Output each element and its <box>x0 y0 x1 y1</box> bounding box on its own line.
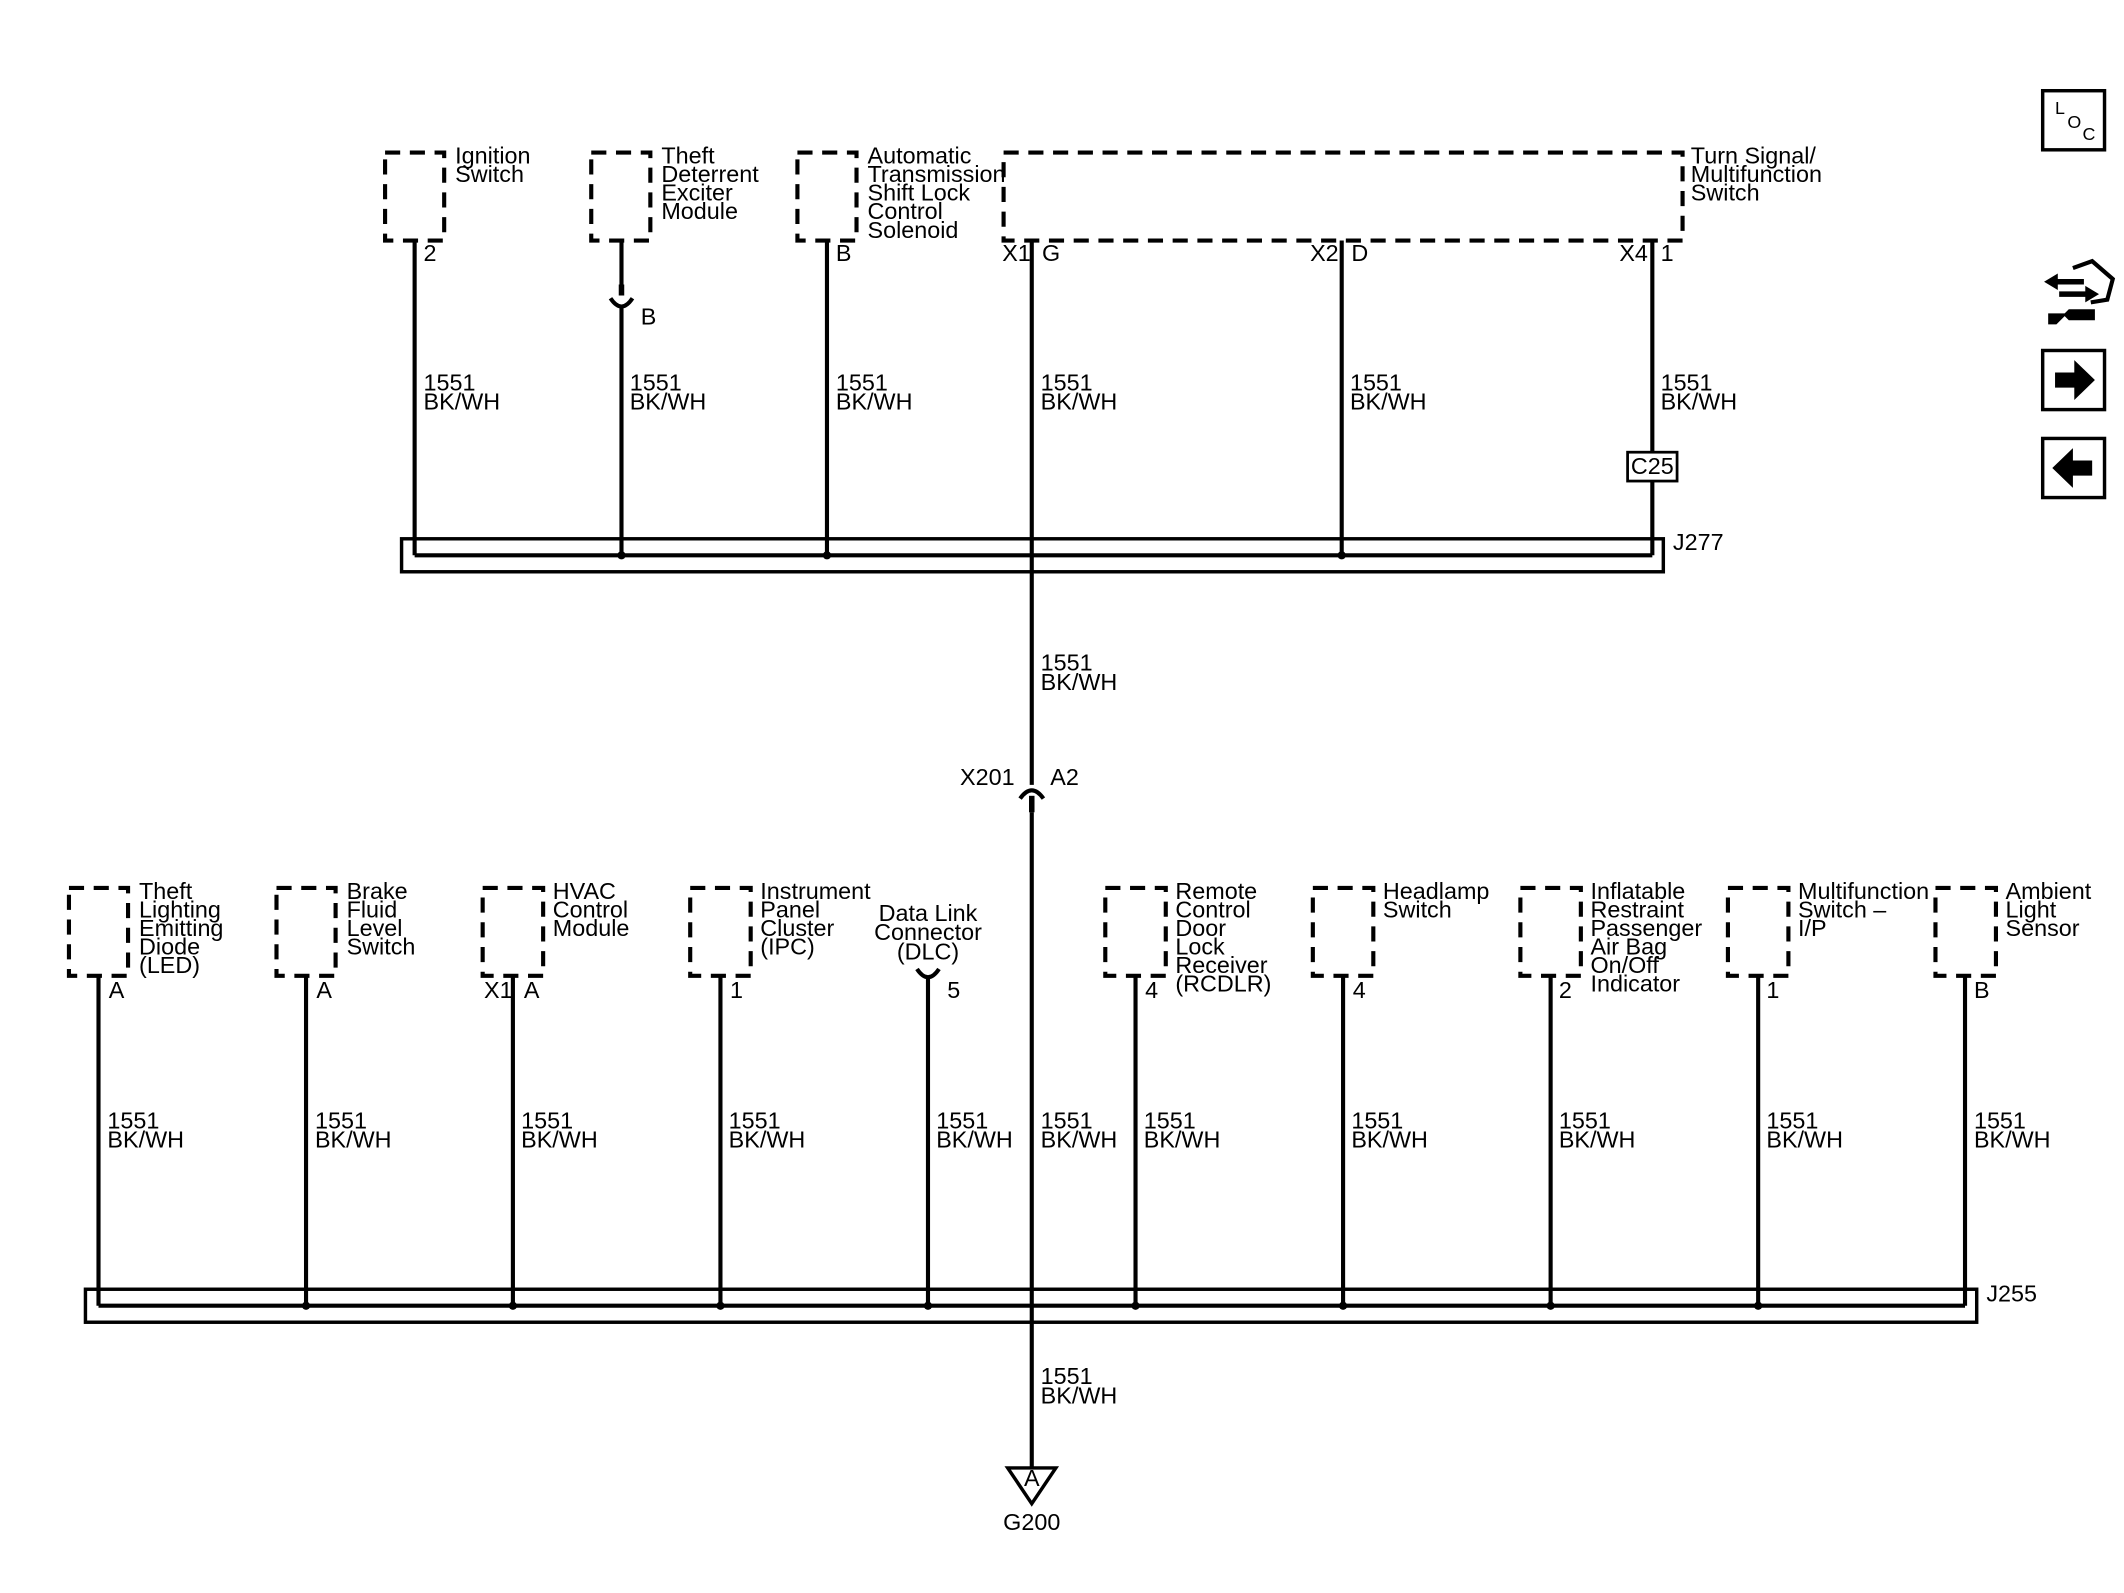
svg-text:X4: X4 <box>1619 240 1648 266</box>
svg-text:1: 1 <box>1766 977 1779 1003</box>
svg-text:B: B <box>641 303 657 329</box>
svg-text:A: A <box>109 977 125 1003</box>
svg-text:J277: J277 <box>1673 529 1724 555</box>
svg-text:O: O <box>2067 112 2081 132</box>
svg-text:2: 2 <box>1559 977 1572 1003</box>
svg-text:X1: X1 <box>484 977 513 1003</box>
splice-pack-j255: J255 <box>83 1281 2037 1324</box>
svg-text:C: C <box>2083 124 2096 144</box>
svg-text:J255: J255 <box>1986 1281 2037 1307</box>
connector-x201: X201 A2 <box>960 764 1079 813</box>
svg-text:2: 2 <box>424 240 437 266</box>
svg-text:D: D <box>1351 240 1368 266</box>
splice-pack-j277: J277 <box>399 529 1724 574</box>
svg-text:B: B <box>1974 977 1990 1003</box>
wrench-arrows-icon[interactable] <box>2044 258 2116 325</box>
svg-text:A: A <box>316 977 332 1003</box>
svg-text:A2: A2 <box>1050 764 1079 790</box>
svg-text:X201: X201 <box>960 764 1015 790</box>
svg-text:4: 4 <box>1145 977 1158 1003</box>
svg-text:X2: X2 <box>1310 240 1339 266</box>
arrow-left-icon[interactable] <box>2040 436 2107 500</box>
svg-text:G200: G200 <box>1003 1509 1060 1535</box>
loc-icon[interactable]: L O C <box>2040 88 2107 152</box>
svg-text:A: A <box>524 977 540 1003</box>
svg-text:1: 1 <box>1661 240 1674 266</box>
connector-pin-male <box>618 284 625 296</box>
svg-text:5: 5 <box>947 977 960 1003</box>
svg-text:B: B <box>836 240 852 266</box>
ground-symbol <box>1004 1466 1060 1507</box>
arrow-right-icon[interactable] <box>2040 348 2107 412</box>
svg-text:G: G <box>1042 240 1060 266</box>
svg-text:A: A <box>1024 1465 1040 1491</box>
svg-text:C25: C25 <box>1631 453 1674 479</box>
svg-text:L: L <box>2055 98 2065 118</box>
svg-text:1: 1 <box>730 977 743 1003</box>
svg-text:4: 4 <box>1353 977 1366 1003</box>
svg-text:X1: X1 <box>1002 240 1031 266</box>
connector-pin-female <box>608 297 635 309</box>
inline-connector-c25: C25 <box>1626 450 1679 483</box>
